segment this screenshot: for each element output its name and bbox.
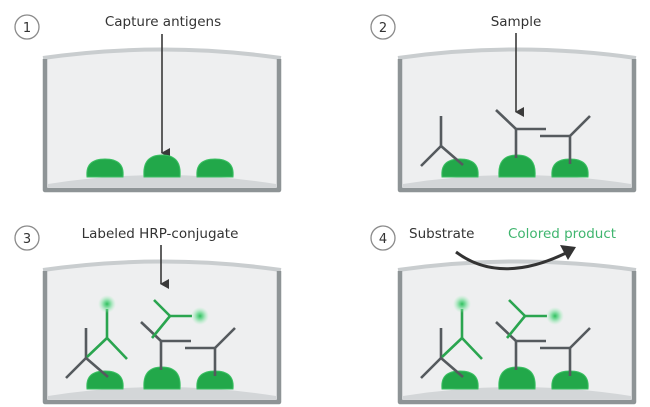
conjugate-stem (505, 315, 527, 339)
antibody-arm (214, 327, 236, 349)
step-number: 2 (379, 21, 387, 36)
well-rim (42, 259, 282, 272)
step-number: 1 (23, 21, 31, 36)
well-floor (48, 175, 276, 187)
reaction-arrow (455, 250, 567, 271)
well-floor (48, 387, 276, 399)
capture-antigens (441, 366, 589, 390)
hrp-glow-dot (453, 295, 471, 313)
step-number: 4 (379, 232, 387, 247)
hrp-conjugates (86, 295, 209, 360)
antibody-arm (495, 109, 517, 130)
step-number-circle (370, 225, 396, 251)
antigen (143, 366, 181, 390)
conjugate-arm (153, 299, 171, 317)
sample-antibodies (420, 109, 591, 167)
step-4-number-badge: 4 (370, 225, 396, 251)
well-wall (397, 59, 637, 193)
well-interior (401, 51, 633, 188)
capture-antigens (441, 154, 589, 178)
step-number-circle (14, 14, 40, 40)
step-1-number-badge: 1 (14, 14, 40, 40)
conjugate-arm (86, 337, 108, 358)
antigen (86, 370, 124, 390)
well-wall (42, 271, 282, 405)
antibody-arm (569, 115, 591, 137)
well-wall (42, 59, 282, 193)
step-number: 3 (23, 232, 31, 247)
antibody-arm (569, 327, 591, 349)
hrp-glow-dot (546, 307, 564, 325)
well-floor (403, 175, 631, 187)
sample-antibodies (420, 321, 591, 379)
step-1-panel: 1 Capture antigens (14, 14, 282, 193)
antigen (441, 158, 479, 178)
hrp-glow-dot (98, 295, 116, 313)
conjugate-stem (150, 315, 172, 339)
reaction-arrowhead (560, 245, 576, 260)
step-3-panel: 3 Labeled HRP-conjugate (14, 225, 282, 405)
sample-antibodies (65, 321, 236, 379)
step-2-panel: 2 Sample (370, 14, 637, 193)
step-number-circle (370, 14, 396, 40)
substrate-label: Substrate (409, 226, 474, 242)
well-rim (397, 47, 637, 60)
hrp-conjugates (441, 295, 564, 360)
step-number-circle (14, 225, 40, 251)
capture-antigens (86, 154, 234, 178)
colored-product-label: Colored product (508, 226, 616, 242)
conjugate-arm (441, 337, 463, 358)
hrp-glow-dot (191, 307, 209, 325)
antibody-arm (420, 145, 442, 167)
antigen (498, 366, 536, 390)
antigen (143, 154, 181, 178)
antigen (196, 158, 234, 178)
step-label: Capture antigens (105, 14, 221, 30)
conjugate-arm (106, 337, 128, 360)
antibody-arm (420, 357, 442, 379)
step-3-number-badge: 3 (14, 225, 40, 251)
antigen (86, 158, 124, 178)
conjugate-arm (461, 337, 483, 360)
antibody-arm (85, 357, 109, 378)
antigen (498, 154, 536, 178)
antibody-arm (440, 357, 464, 378)
well-wall (397, 271, 637, 405)
conjugate-arm (508, 299, 526, 317)
antigen (441, 370, 479, 390)
step-label: Labeled HRP-conjugate (82, 226, 239, 242)
antibody-arm (65, 357, 87, 379)
well-rim (397, 259, 637, 272)
step-4-panel: 4 Substrate Colored product (370, 225, 637, 405)
antibody-arm (495, 321, 517, 342)
step-label: Sample (491, 14, 542, 30)
capture-antigens (86, 366, 234, 390)
microplate-well (397, 47, 637, 193)
step-2-number-badge: 2 (370, 14, 396, 40)
antibody-arm (440, 145, 464, 166)
antibody-arm (140, 321, 162, 342)
well-floor (403, 387, 631, 399)
